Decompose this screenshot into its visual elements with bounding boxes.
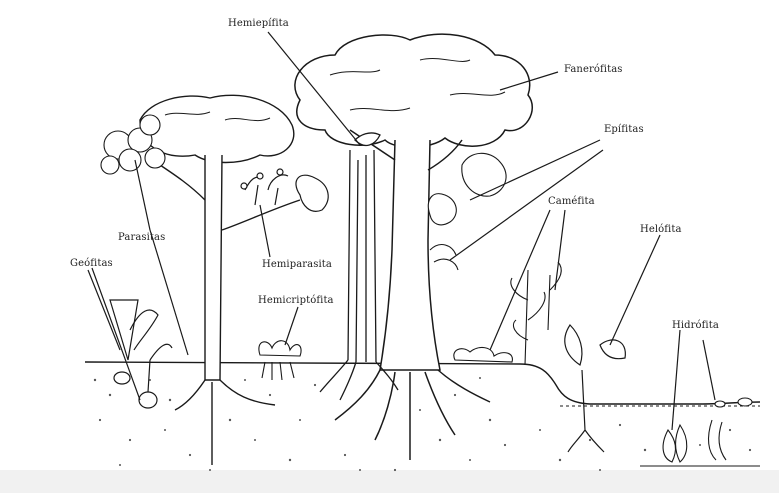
label-epifitas: Epífitas <box>604 124 644 135</box>
label-camefita: Caméfita <box>548 196 595 207</box>
label-fanerofitas: Fanerófitas <box>564 64 623 75</box>
label-hemicriptofita: Hemicriptófita <box>258 295 334 306</box>
label-hemiepifita: Hemiepífita <box>228 18 289 29</box>
label-hidrofita: Hidrófita <box>672 320 719 331</box>
label-hemiparasita: Hemiparasita <box>262 259 332 270</box>
label-parasitas: Parasitas <box>118 232 165 243</box>
label-geofitas: Geófitas <box>70 258 113 269</box>
label-helofita: Helófita <box>640 224 682 235</box>
